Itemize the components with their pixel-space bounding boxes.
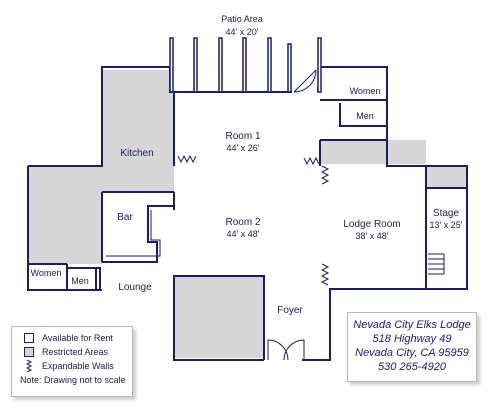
foyer-label: Foyer [277, 305, 303, 316]
kitchen-label: Kitchen [120, 148, 153, 159]
patio-size: 44' x 20' [226, 27, 259, 37]
bar-counter [106, 210, 161, 257]
street-address: 518 Highway 49 [372, 333, 452, 345]
patio-post-1 [169, 37, 174, 93]
stage-label: Stage [433, 208, 460, 219]
expandable-wall-lodge-upper [320, 165, 330, 185]
patio-post-2 [193, 37, 198, 93]
legend-expandable-label: Expandable Walls [42, 361, 114, 371]
stage-stairs [428, 253, 445, 275]
women-lower-label: Women [31, 268, 62, 278]
legend-restricted-label: Restricted Areas [42, 347, 109, 357]
outer-wall [27, 66, 468, 361]
room1-size: 44' x 26' [227, 143, 260, 153]
legend-note: Note: Drawing not to scale [20, 375, 126, 385]
expandable-wall-lodge-lower [320, 263, 330, 286]
patio-post-7 [287, 43, 292, 93]
legend-available-label: Available for Rent [42, 333, 113, 343]
lodge-room-size: 38' x 48' [356, 231, 389, 241]
kitchen-area [102, 70, 174, 192]
patio-post-4 [242, 37, 247, 93]
bar-wall [101, 192, 174, 263]
restricted-swatch [24, 347, 34, 357]
foyer-restricted-area [174, 276, 264, 358]
city-state-zip: Nevada City, CA 95959 [355, 347, 469, 359]
bar-label: Bar [117, 212, 133, 223]
men-upper-label: Men [356, 111, 374, 121]
expandable-wall-icon [25, 360, 33, 372]
restroom-wall-lower [28, 263, 97, 290]
lounge-label: Lounge [118, 282, 152, 293]
expandable-wall-room1-left [177, 154, 197, 164]
room2-label: Room 2 [225, 217, 260, 228]
stage-size: 13' x 25' [430, 220, 463, 230]
expandable-wall-room1-right [303, 156, 320, 166]
restroom-wall-upper [319, 99, 387, 166]
women-upper-label: Women [350, 86, 381, 96]
foyer-door [267, 339, 305, 361]
men-lower-label: Men [71, 276, 89, 286]
patio-post-6 [317, 37, 322, 93]
patio-label: Patio Area [221, 14, 263, 24]
patio-post-5 [267, 37, 272, 93]
patio-door [293, 69, 317, 93]
available-swatch [24, 333, 34, 343]
legend: Available for Rent Restricted Areas Expa… [11, 326, 133, 397]
room1-label: Room 1 [225, 131, 260, 142]
stage-wall [425, 166, 466, 289]
stage-top-area [426, 166, 466, 188]
phone-number: 530 265-4920 [378, 361, 446, 373]
room2-size: 44' x 48' [227, 229, 260, 239]
restroom-service-area [321, 140, 426, 164]
lodge-room-label: Lodge Room [343, 219, 400, 230]
legend-restricted: Restricted Areas [12, 345, 132, 359]
lodge-name: Nevada City Elks Lodge [353, 319, 471, 331]
address-box: Nevada City Elks Lodge 518 Highway 49 Ne… [347, 312, 477, 382]
legend-expandable: Expandable Walls [12, 359, 132, 373]
legend-available: Available for Rent [12, 331, 132, 345]
left-restricted-area [28, 166, 102, 264]
patio-post-3 [218, 37, 223, 93]
